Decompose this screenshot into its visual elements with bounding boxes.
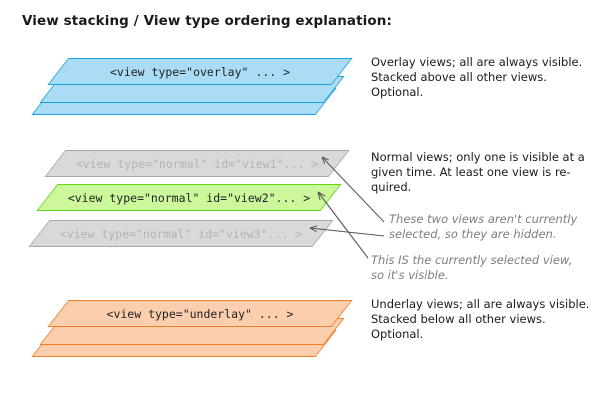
- normal-description: Normal views; only one is visible at a g…: [371, 150, 585, 194]
- overlay-layer-top: <view type="overlay" ... >: [47, 58, 353, 85]
- overlay-layer-label: <view type="overlay" ... >: [109, 64, 290, 79]
- normal-view3-layer: <view type="normal" id="view3"... >: [28, 220, 334, 247]
- normal-view1-label: <view type="normal" id="view1"... >: [75, 156, 319, 171]
- normal-view1-layer: <view type="normal" id="view1"... >: [44, 150, 350, 177]
- annotation-hidden-views: These two views aren't currently selecte…: [389, 212, 578, 241]
- underlay-layer-top: <view type="underlay" ... >: [47, 300, 353, 327]
- page-title: View stacking / View type ordering expla…: [22, 13, 392, 29]
- normal-view3-label: <view type="normal" id="view3"... >: [59, 226, 303, 241]
- underlay-description: Underlay views; all are always visible. …: [371, 297, 590, 341]
- overlay-description: Overlay views; all are always visible. S…: [371, 55, 583, 99]
- underlay-layer-label: <view type="underlay" ... >: [106, 306, 294, 321]
- normal-view2-label: <view type="normal" id="view2"... >: [67, 190, 311, 205]
- annotation-selected-view: This IS the currently selected view, so …: [371, 253, 573, 282]
- normal-view2-layer-selected: <view type="normal" id="view2"... >: [36, 184, 342, 211]
